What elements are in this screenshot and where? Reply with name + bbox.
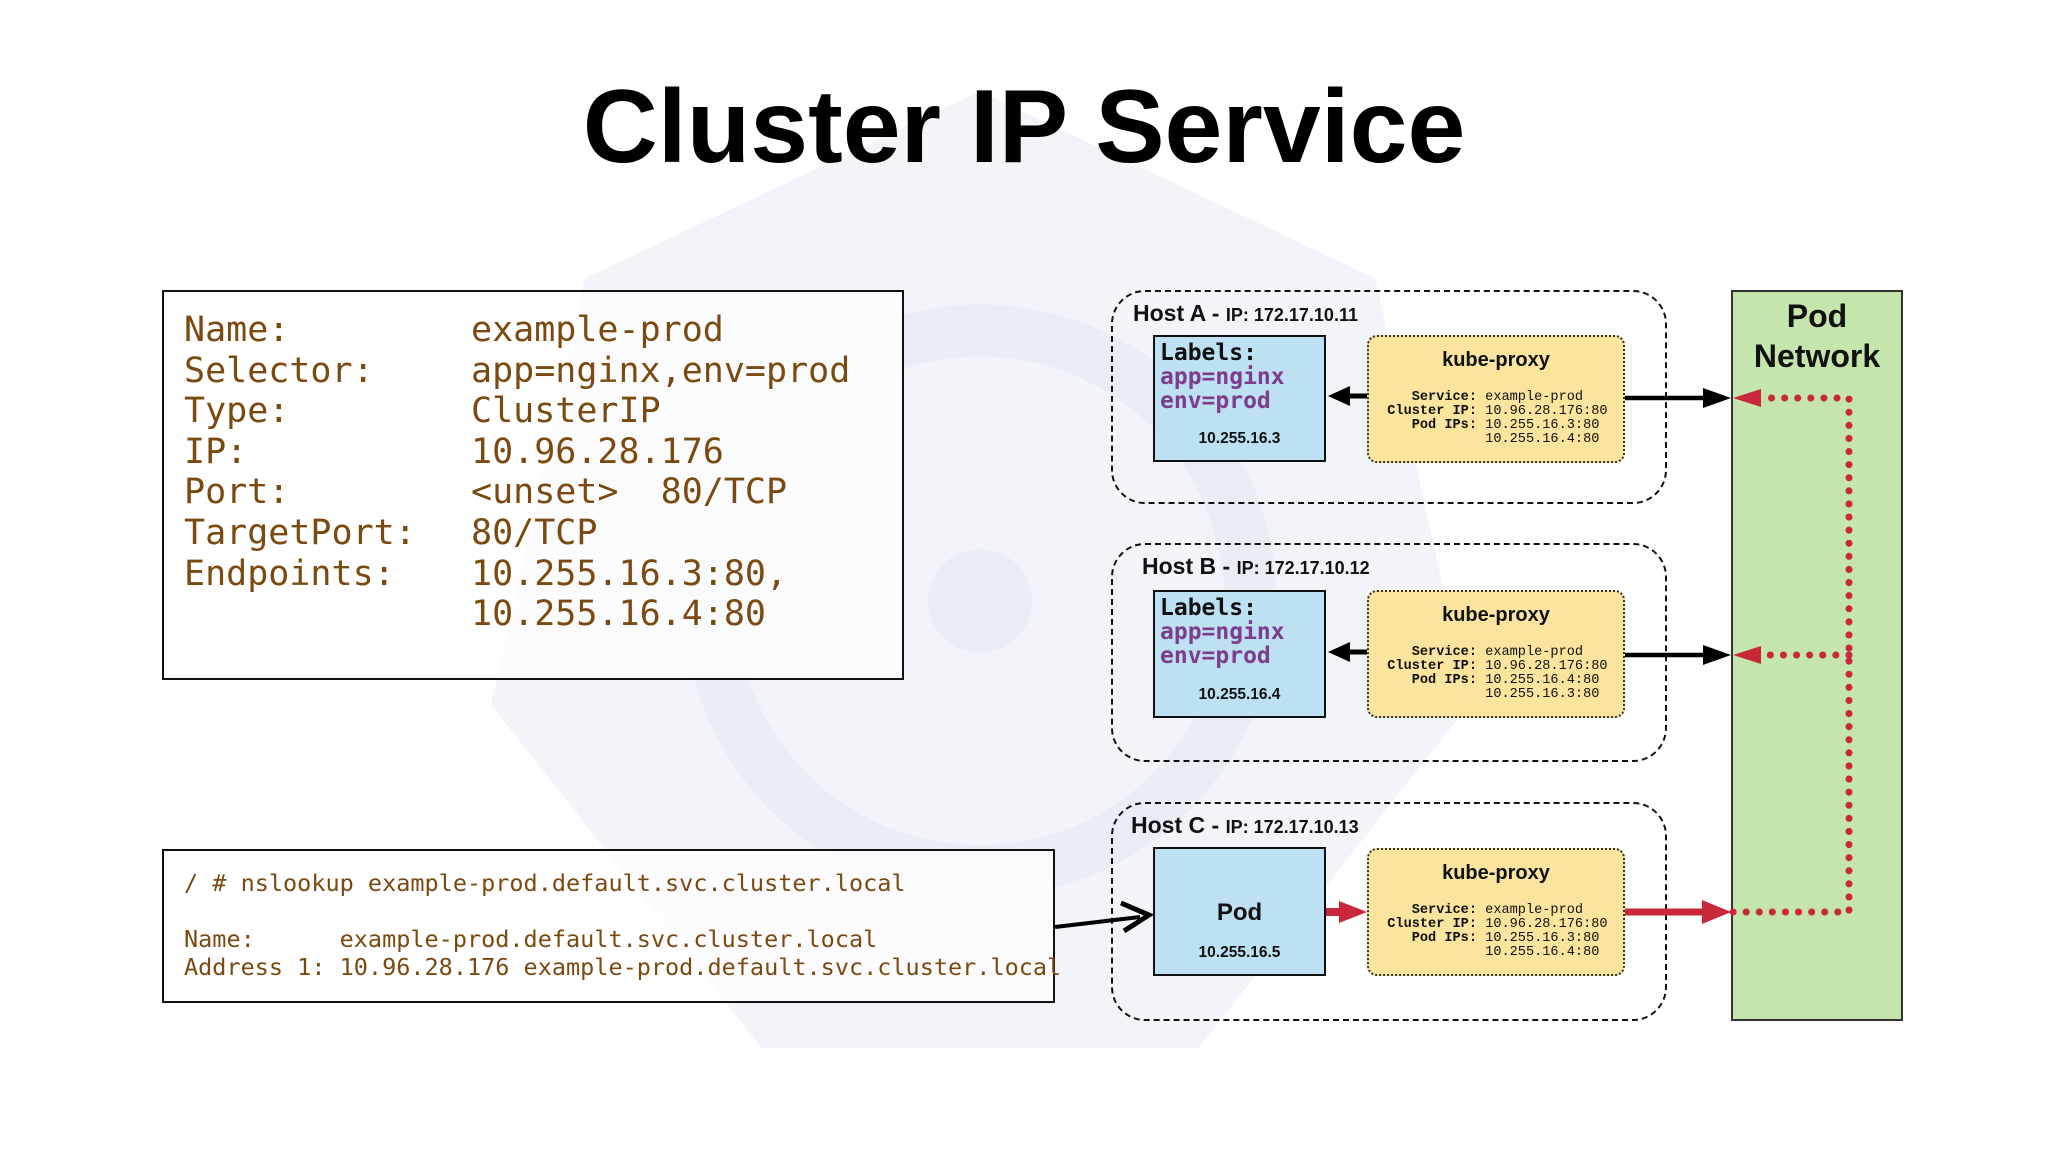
host-c: Host C - IP: 172.17.10.13 [1111, 802, 1667, 1021]
pod-ip: 10.255.16.3 [1198, 430, 1281, 447]
service-row-endpoints-cont: 10.255.16.4:80 [471, 594, 767, 635]
host-b-pod[interactable]: Labels: app=nginx env=prod 10.255.16.4 [1153, 590, 1326, 718]
service-row-selector: Selector:app=nginx,env=prod [184, 350, 851, 391]
host-c-pod[interactable]: Pod 10.255.16.5 [1153, 847, 1326, 976]
service-row-endpoints: Endpoints:10.255.16.3:80, [184, 553, 788, 594]
kube-proxy-title: kube-proxy [1442, 349, 1550, 371]
host-b-title: Host B - IP: 172.17.10.12 [1142, 553, 1370, 579]
nslookup-terminal-box: / # nslookup example-prod.default.svc.cl… [162, 849, 1061, 1003]
kube-proxy-title: kube-proxy [1442, 604, 1550, 626]
host-a-pod[interactable]: Labels: app=nginx env=prod 10.255.16.3 [1153, 335, 1326, 462]
service-row-type: Type:ClusterIP [184, 391, 661, 432]
service-row-name: Name:example-prod [184, 310, 724, 350]
service-row-targetport: TargetPort:80/TCP [184, 513, 598, 553]
nslookup-name: Name: example-prod.default.svc.cluster.l… [184, 925, 878, 953]
host-b: Host B - IP: 172.17.10.12 [1111, 543, 1667, 762]
host-a-title: Host A - IP: 172.17.10.11 [1133, 300, 1358, 326]
pod-labels: Labels: app=nginx env=prod [1160, 595, 1285, 669]
kube-proxy-title: kube-proxy [1442, 862, 1550, 884]
pod-ip: 10.255.16.4 [1198, 686, 1281, 703]
host-c-title: Host C - IP: 172.17.10.13 [1131, 812, 1359, 838]
pod-labels: Labels: app=nginx env=prod [1160, 340, 1285, 414]
service-describe-box: Name:example-prod Selector:app=nginx,env… [162, 290, 904, 680]
pod-ip: 10.255.16.5 [1198, 944, 1281, 961]
slide-title: Cluster IP Service [582, 69, 1466, 185]
nslookup-address: Address 1: 10.96.28.176 example-prod.def… [184, 953, 1062, 981]
nslookup-command: / # nslookup example-prod.default.svc.cl… [184, 869, 906, 897]
service-row-port: Port:<unset> 80/TCP [184, 472, 788, 513]
pod-name: Pod [1216, 899, 1263, 926]
service-row-ip: IP:10.96.28.176 [184, 431, 724, 472]
